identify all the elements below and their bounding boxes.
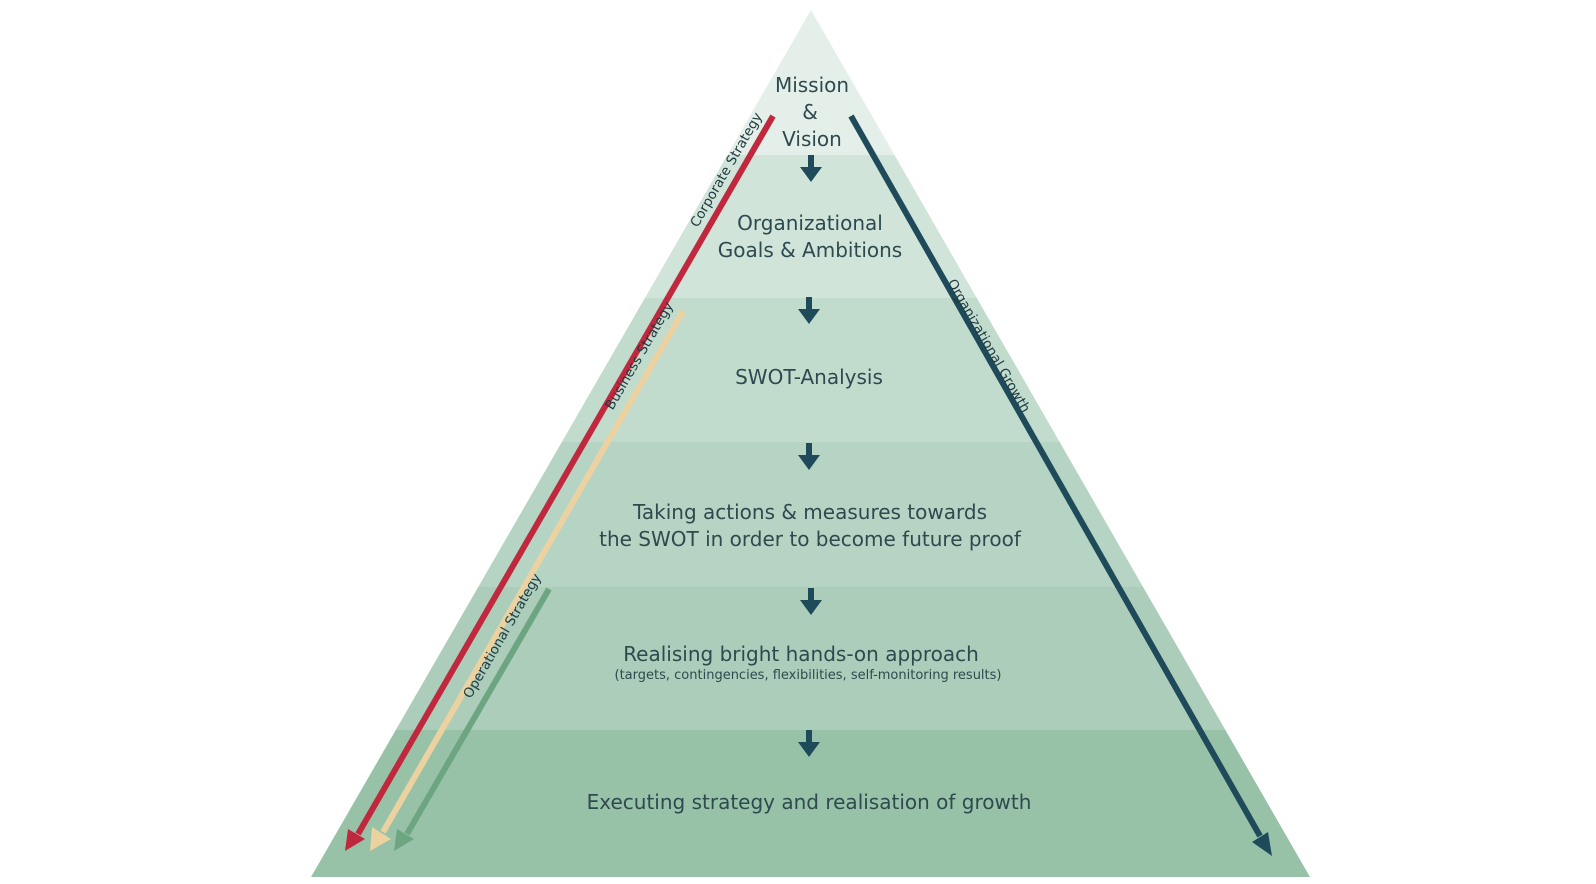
level-down-arrows xyxy=(798,155,822,757)
down-arrow-icon xyxy=(798,297,820,324)
level-2-line-2: Goals & Ambitions xyxy=(718,238,902,262)
level-2-line-1: Organizational xyxy=(737,211,883,235)
level-labels: Mission & Vision Organizational Goals & … xyxy=(587,73,1032,814)
level-5-line-1: Realising bright hands-on approach xyxy=(623,642,979,666)
level-1-line-1: Mission xyxy=(775,73,849,97)
level-4-line-2: the SWOT in order to become future proof xyxy=(599,527,1022,551)
level-1-line-2: & xyxy=(802,100,818,124)
level-4-line-1: Taking actions & measures towards xyxy=(632,500,987,524)
down-arrow-icon xyxy=(798,730,820,757)
level-6-line-1: Executing strategy and realisation of gr… xyxy=(587,790,1032,814)
level-5-subtitle: (targets, contingencies, flexibilities, … xyxy=(615,668,1002,683)
level-1-line-3: Vision xyxy=(782,127,842,151)
down-arrow-icon xyxy=(798,443,820,470)
level-3-line-1: SWOT-Analysis xyxy=(735,365,883,389)
down-arrow-icon xyxy=(800,588,822,615)
down-arrow-icon xyxy=(800,155,822,182)
